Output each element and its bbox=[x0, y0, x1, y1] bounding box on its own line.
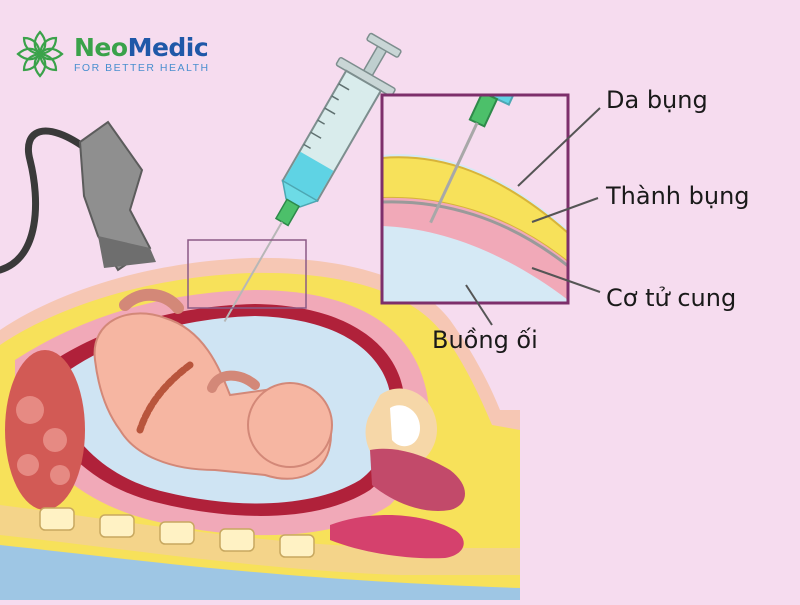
brand-name-part2: Medic bbox=[127, 32, 209, 62]
vagina bbox=[330, 514, 464, 559]
brand-name: NeoMedic bbox=[74, 32, 210, 62]
bladder bbox=[370, 448, 465, 511]
needle bbox=[223, 221, 283, 323]
pointer-lines bbox=[465, 107, 601, 326]
fetus-hand bbox=[207, 370, 260, 393]
brand-text: NeoMedic FOR BETTER HEALTH bbox=[74, 32, 210, 74]
spine bbox=[0, 505, 520, 575]
label-skin: Da bụng bbox=[606, 86, 708, 114]
highlight-region bbox=[187, 239, 307, 309]
brand-name-part1: Neo bbox=[74, 32, 128, 62]
label-abdominal-wall: Thành bụng bbox=[606, 182, 750, 210]
zoom-frame bbox=[380, 93, 570, 305]
fetus-head bbox=[247, 382, 333, 468]
intestines bbox=[5, 350, 85, 510]
brand-tagline: FOR BETTER HEALTH bbox=[74, 61, 210, 74]
umbilical-cord bbox=[136, 361, 194, 434]
fetus bbox=[93, 288, 333, 480]
ultrasound-probe bbox=[0, 120, 156, 274]
zoom-uterus-layer bbox=[382, 197, 568, 300]
brand-logo: NeoMedic FOR BETTER HEALTH bbox=[14, 28, 210, 80]
label-uterine-muscle: Cơ tử cung bbox=[606, 284, 737, 312]
syringe bbox=[223, 32, 402, 323]
fetus-foot bbox=[119, 288, 184, 314]
label-amniotic-sac: Buồng ối bbox=[432, 326, 538, 354]
probe-head bbox=[98, 236, 156, 268]
zoom-inset bbox=[380, 93, 570, 305]
probe-cable bbox=[0, 127, 92, 274]
lower-layer bbox=[0, 545, 520, 600]
leaf-flower-icon bbox=[16, 30, 64, 78]
